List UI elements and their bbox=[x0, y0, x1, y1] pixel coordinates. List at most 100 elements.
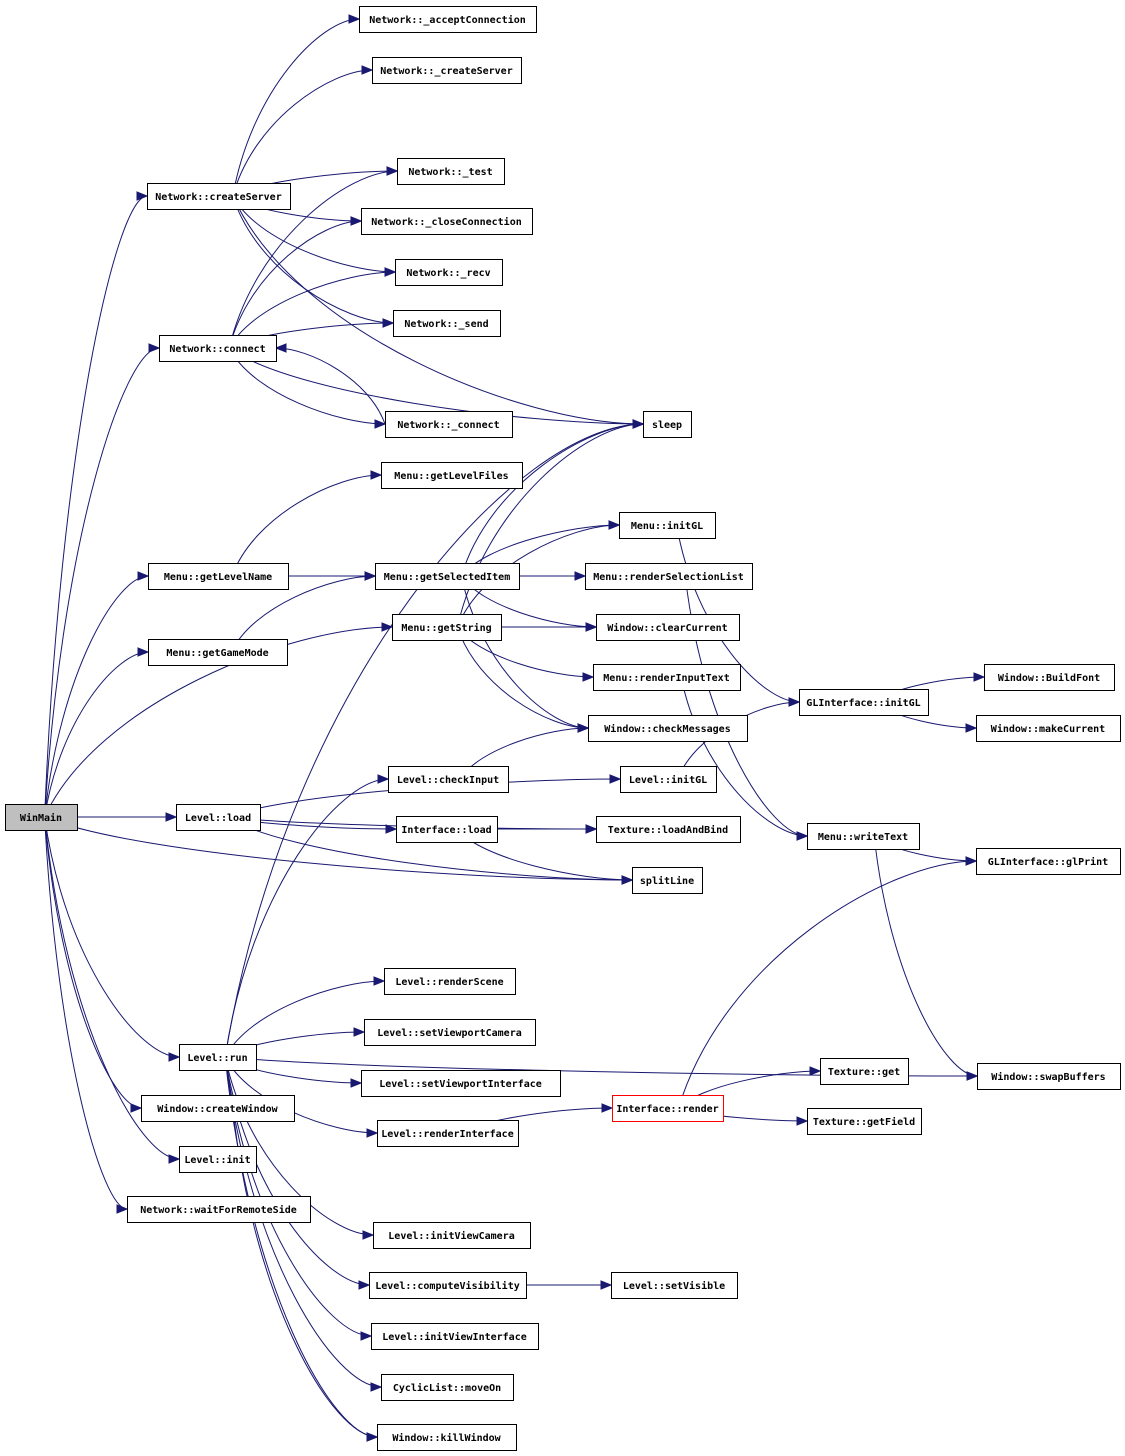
arrowhead bbox=[350, 216, 363, 226]
edge-line bbox=[460, 423, 644, 577]
node-net--test[interactable]: Network::_test bbox=[397, 158, 505, 185]
node-gli-init-gl[interactable]: GLInterface::initGL bbox=[799, 689, 929, 716]
node-lvl-compute-visibility[interactable]: Level::computeVisibility bbox=[369, 1272, 527, 1299]
node-net--close-connection[interactable]: Network::_closeConnection bbox=[361, 208, 533, 235]
arrowhead bbox=[353, 1027, 366, 1037]
node-box bbox=[585, 563, 753, 590]
node-lvl-set-viewport-interface[interactable]: Level::setViewportInterface bbox=[361, 1070, 561, 1097]
node-net-connect[interactable]: Network::connect bbox=[159, 335, 277, 362]
node-box bbox=[159, 335, 277, 362]
node-label: Window::swapBuffers bbox=[991, 1071, 1105, 1083]
node-lvl-load[interactable]: Level::load bbox=[176, 804, 261, 831]
node-win-build-font[interactable]: Window::BuildFont bbox=[984, 664, 1115, 691]
node-net-wait-for-remote-side[interactable]: Network::waitForRemoteSide bbox=[127, 1196, 311, 1223]
node-box bbox=[147, 183, 291, 210]
node-menu-get-level-files[interactable]: Menu::getLevelFiles bbox=[381, 462, 523, 489]
node-win-make-current[interactable]: Window::makeCurrent bbox=[976, 715, 1121, 742]
node-label: Texture::getField bbox=[813, 1116, 915, 1128]
node-if-load[interactable]: Interface::load bbox=[396, 816, 498, 843]
node-lvl-render-interface[interactable]: Level::renderInterface bbox=[377, 1120, 519, 1147]
node-label: Network::_createServer bbox=[380, 66, 512, 77]
edge-if-render-to-gli-gl-print bbox=[678, 856, 978, 1109]
edge-line bbox=[44, 651, 149, 818]
node-menu-init-gl[interactable]: Menu::initGL bbox=[619, 512, 716, 539]
edge-line bbox=[678, 860, 977, 1109]
node-lvl-init-view-interface[interactable]: Level::initViewInterface bbox=[371, 1323, 539, 1350]
node-menu-render-input-text[interactable]: Menu::renderInputText bbox=[593, 664, 741, 691]
node-menu-get-level-name[interactable]: Menu::getLevelName bbox=[148, 563, 289, 590]
node-lvl-run[interactable]: Level::run bbox=[179, 1044, 257, 1071]
node-label: Level::load bbox=[185, 813, 251, 824]
node-win-create-window[interactable]: Window::createWindow bbox=[141, 1095, 295, 1122]
node-win-clear-current[interactable]: Window::clearCurrent bbox=[596, 614, 740, 641]
node-win-check-messages[interactable]: Window::checkMessages bbox=[588, 715, 748, 742]
arrowhead bbox=[796, 831, 809, 841]
node-net--send[interactable]: Network::_send bbox=[393, 310, 501, 337]
node-label: WinMain bbox=[20, 812, 62, 824]
node-lvl-check-input[interactable]: Level::checkInput bbox=[388, 766, 509, 793]
node-box bbox=[596, 816, 741, 843]
node-menu-get-game-mode[interactable]: Menu::getGameMode bbox=[148, 639, 288, 666]
node-menu-render-selection-list[interactable]: Menu::renderSelectionList bbox=[585, 563, 753, 590]
node-net--connect[interactable]: Network::_connect bbox=[385, 411, 513, 438]
edge-menu-get-string-to-menu-init-gl bbox=[456, 520, 621, 628]
edge-line bbox=[228, 170, 398, 349]
node-lvl-init-view-camera[interactable]: Level::initViewCamera bbox=[373, 1222, 531, 1249]
node-label: Level::initViewCamera bbox=[388, 1230, 514, 1242]
node-net-accept-connection[interactable]: Network::_acceptConnection bbox=[359, 6, 537, 33]
node-box bbox=[397, 158, 505, 185]
node-box bbox=[176, 804, 261, 831]
node-win-main[interactable]: WinMain bbox=[5, 804, 78, 831]
node-if-render[interactable]: Interface::render bbox=[612, 1095, 724, 1122]
arrowhead bbox=[370, 1382, 383, 1392]
node-menu-get-selected-item[interactable]: Menu::getSelectedItem bbox=[375, 563, 520, 590]
edge-lvl-run-to-lvl-check-input bbox=[224, 774, 390, 1058]
node-box bbox=[377, 1424, 517, 1451]
node-win-swap-buffers[interactable]: Window::swapBuffers bbox=[977, 1063, 1121, 1090]
node-lvl-set-viewport-camera[interactable]: Level::setViewportCamera bbox=[364, 1019, 536, 1046]
edge-line bbox=[228, 347, 386, 425]
node-lvl-set-visible[interactable]: Level::setVisible bbox=[611, 1272, 738, 1299]
arrowhead bbox=[130, 1103, 143, 1113]
node-lvl-init-gl[interactable]: Level::initGL bbox=[620, 766, 717, 793]
node-lvl-init[interactable]: Level::init bbox=[179, 1146, 257, 1173]
node-tex-load-and-bind[interactable]: Texture::loadAndBind bbox=[596, 816, 741, 843]
node-gli-gl-print[interactable]: GLInterface::glPrint bbox=[976, 848, 1121, 875]
node-label: Menu::getString bbox=[401, 622, 491, 634]
node-label: Level::init bbox=[184, 1154, 250, 1166]
node-menu-get-string[interactable]: Menu::getString bbox=[392, 614, 502, 641]
edge-win-main-to-net-create-server bbox=[44, 191, 149, 818]
edge-line bbox=[230, 575, 376, 653]
arrowhead bbox=[582, 672, 595, 682]
edge-win-main-to-net-connect bbox=[44, 343, 161, 818]
node-label: sleep bbox=[652, 420, 682, 431]
node-cl-move-on[interactable]: CyclicList::moveOn bbox=[381, 1374, 514, 1401]
node-lvl-render-scene[interactable]: Level::renderScene bbox=[384, 968, 516, 995]
node-label: Menu::getLevelFiles bbox=[394, 470, 508, 482]
node-tex-get[interactable]: Texture::get bbox=[820, 1058, 909, 1085]
node-split-line[interactable]: splitLine bbox=[632, 867, 703, 894]
node-menu-write-text[interactable]: Menu::writeText bbox=[807, 823, 920, 850]
arrowhead bbox=[608, 520, 621, 530]
arrowhead bbox=[148, 343, 161, 353]
node-sleep[interactable]: sleep bbox=[643, 411, 692, 438]
edge-line bbox=[228, 220, 362, 349]
node-label: splitLine bbox=[640, 875, 694, 887]
node-label: Network::_connect bbox=[397, 420, 499, 431]
node-net-create-server[interactable]: Network::createServer bbox=[147, 183, 291, 210]
node-tex-get-field[interactable]: Texture::getField bbox=[807, 1108, 922, 1135]
node-box bbox=[369, 1272, 527, 1299]
node-box bbox=[799, 689, 929, 716]
edge-line bbox=[873, 835, 978, 1077]
node-net--create-server[interactable]: Network::_createServer bbox=[372, 57, 522, 84]
node-box bbox=[820, 1058, 909, 1085]
node-net--recv[interactable]: Network::_recv bbox=[395, 259, 503, 286]
node-label: Network::_send bbox=[404, 319, 488, 330]
edge-line bbox=[232, 18, 360, 197]
edge-line bbox=[232, 1107, 378, 1438]
node-label: Menu::initGL bbox=[631, 520, 703, 532]
edge-win-main-to-menu-get-level-name bbox=[44, 571, 150, 818]
edge-lvl-run-to-sleep bbox=[224, 419, 645, 1058]
node-win-kill-window[interactable]: Window::killWindow bbox=[377, 1424, 517, 1451]
